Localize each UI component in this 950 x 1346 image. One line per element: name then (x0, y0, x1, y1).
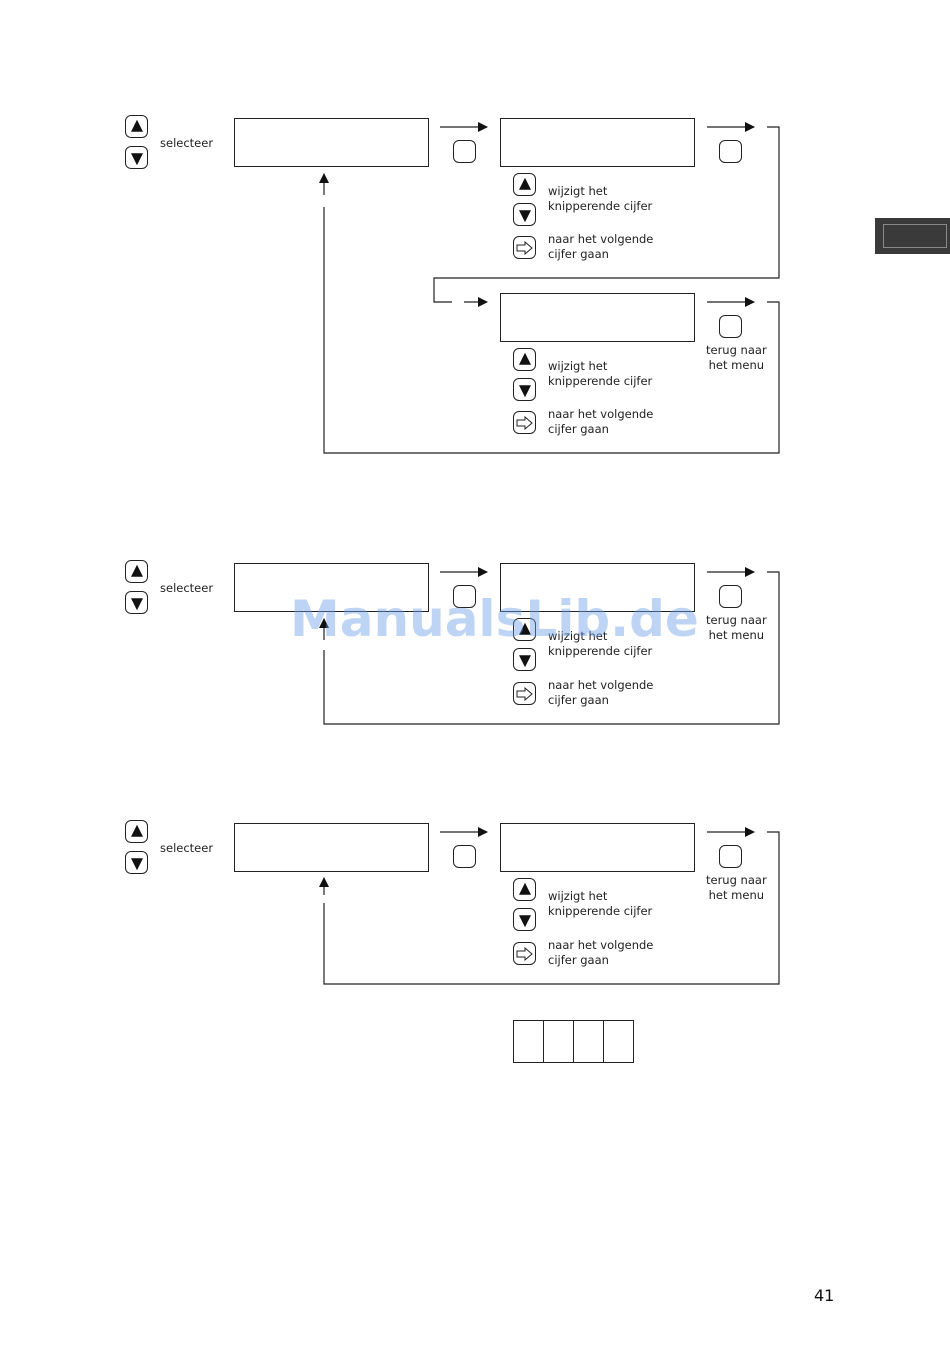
four-digit-display (513, 1020, 634, 1063)
enter-key-icon (453, 845, 476, 868)
display-box (500, 563, 695, 612)
up-arrow-icon (513, 878, 536, 901)
down-arrow-icon (125, 591, 148, 614)
down-arrow-icon (513, 908, 536, 931)
enter-key-icon (719, 845, 742, 868)
up-arrow-icon (125, 115, 148, 138)
enter-key-icon (719, 140, 742, 163)
display-box (234, 118, 429, 167)
right-arrow-icon (513, 942, 536, 965)
select-label: selecteer (160, 581, 214, 595)
select-label: selecteer (160, 841, 214, 855)
enter-key-icon (453, 140, 476, 163)
digit-cell (514, 1021, 544, 1062)
down-arrow-icon (513, 378, 536, 401)
down-arrow-icon (125, 851, 148, 874)
page-number: 41 (814, 1286, 835, 1305)
display-box (234, 823, 429, 872)
display-box (500, 118, 695, 167)
digit-cell (604, 1021, 633, 1062)
up-arrow-icon (125, 560, 148, 583)
enter-key-icon (719, 315, 742, 338)
select-label: selecteer (160, 136, 214, 150)
watermark: ManualsLib.de (290, 590, 699, 648)
up-arrow-icon (513, 618, 536, 641)
enter-key-icon (719, 585, 742, 608)
up-arrow-icon (513, 348, 536, 371)
display-box (234, 563, 429, 612)
digit-cell (544, 1021, 574, 1062)
section-tab-marker (875, 218, 950, 254)
up-arrow-icon (125, 820, 148, 843)
display-box (500, 293, 695, 342)
digit-cell (574, 1021, 604, 1062)
up-arrow-icon (513, 173, 536, 196)
right-arrow-icon (513, 236, 536, 259)
down-arrow-icon (513, 648, 536, 671)
display-box (500, 823, 695, 872)
enter-key-icon (453, 585, 476, 608)
down-arrow-icon (125, 146, 148, 169)
down-arrow-icon (513, 203, 536, 226)
right-arrow-icon (513, 682, 536, 705)
right-arrow-icon (513, 411, 536, 434)
